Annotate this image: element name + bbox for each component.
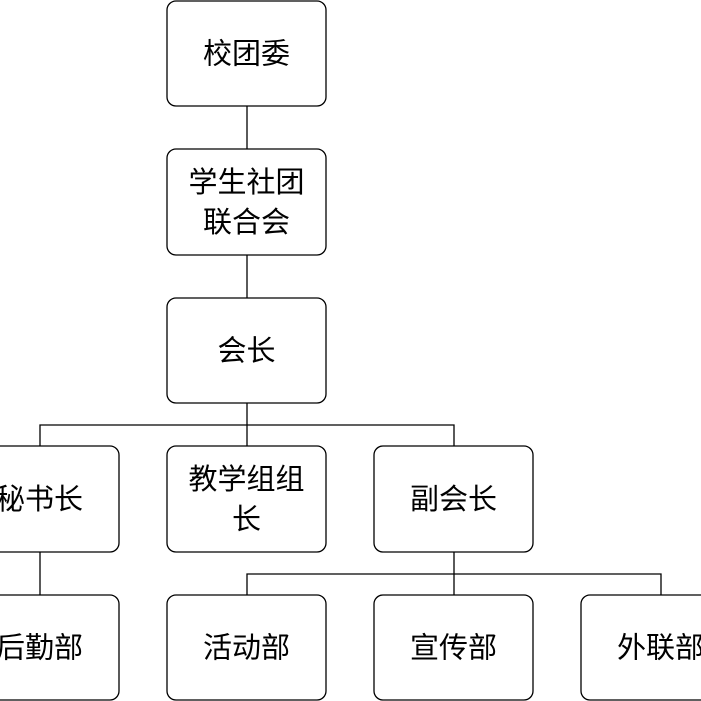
node-label-line: 副会长	[410, 482, 497, 516]
node-box	[166, 0, 327, 107]
node-label-line: 秘书长	[0, 482, 83, 516]
node-youth-league: 校团委	[166, 0, 327, 107]
node-logistics-dept: 后勤部	[0, 594, 120, 701]
node-label-line: 学生社团	[188, 165, 304, 199]
node-label-line: 校团委	[203, 37, 290, 71]
node-box	[580, 594, 701, 701]
connectors	[39, 106, 662, 595]
node-label-line: 活动部	[203, 631, 290, 665]
node-box	[166, 297, 327, 404]
node-label-line: 外联部	[617, 631, 701, 665]
node-label-line: 会长	[217, 334, 275, 368]
node-box	[166, 148, 327, 256]
node-label-line: 长	[232, 502, 261, 536]
node-box	[0, 445, 120, 553]
node-box	[373, 594, 534, 701]
node-label-line: 宣传部	[410, 631, 497, 665]
node-box	[0, 594, 120, 701]
node-box	[166, 594, 327, 701]
node-vice-president: 副会长	[373, 445, 534, 553]
node-label-line: 后勤部	[0, 631, 83, 665]
node-publicity-dept: 宣传部	[373, 594, 534, 701]
node-box	[166, 445, 327, 553]
node-label-line: 教学组组	[188, 462, 304, 496]
node-activities-dept: 活动部	[166, 594, 327, 701]
node-external-dept: 外联部	[580, 594, 701, 701]
node-label-line: 联合会	[203, 205, 290, 239]
node-president: 会长	[166, 297, 327, 404]
node-secretary-general: 秘书长	[0, 445, 120, 553]
node-box	[373, 445, 534, 553]
